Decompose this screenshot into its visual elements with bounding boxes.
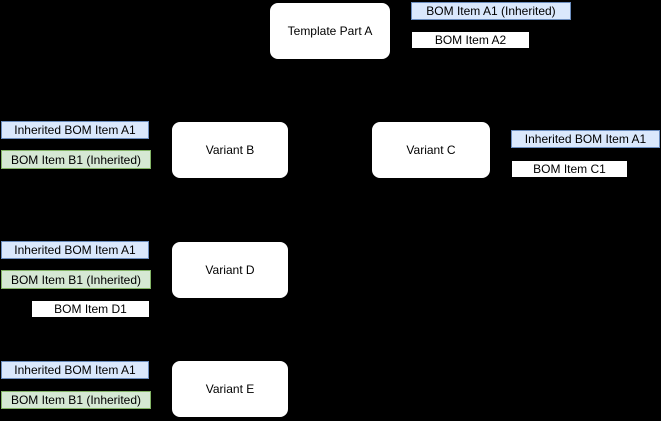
bom-item-a2: BOM Item A2 bbox=[411, 31, 530, 49]
inherited-bom-item-a1-d: Inherited BOM Item A1 bbox=[1, 241, 149, 259]
bom-item-c1: BOM Item C1 bbox=[511, 160, 628, 178]
inherited-bom-item-a1-b: Inherited BOM Item A1 bbox=[1, 121, 149, 139]
bom-item-a1-inherited: BOM Item A1 (Inherited) bbox=[411, 2, 571, 20]
bom-item-b1-inherited-b: BOM Item B1 (Inherited) bbox=[1, 150, 151, 169]
node-variant-d: Variant D bbox=[171, 241, 289, 299]
inherited-bom-item-a1-c: Inherited BOM Item A1 bbox=[511, 130, 660, 148]
node-variant-e: Variant E bbox=[171, 360, 289, 418]
bom-item-b1-inherited-d: BOM Item B1 (Inherited) bbox=[1, 270, 151, 289]
node-variant-b: Variant B bbox=[171, 121, 289, 179]
node-variant-c: Variant C bbox=[371, 121, 491, 179]
bom-item-b1-inherited-e: BOM Item B1 (Inherited) bbox=[1, 391, 151, 409]
node-template-part-a: Template Part A bbox=[269, 2, 391, 60]
inherited-bom-item-a1-e: Inherited BOM Item A1 bbox=[1, 361, 149, 379]
bom-item-d1: BOM Item D1 bbox=[31, 300, 150, 318]
